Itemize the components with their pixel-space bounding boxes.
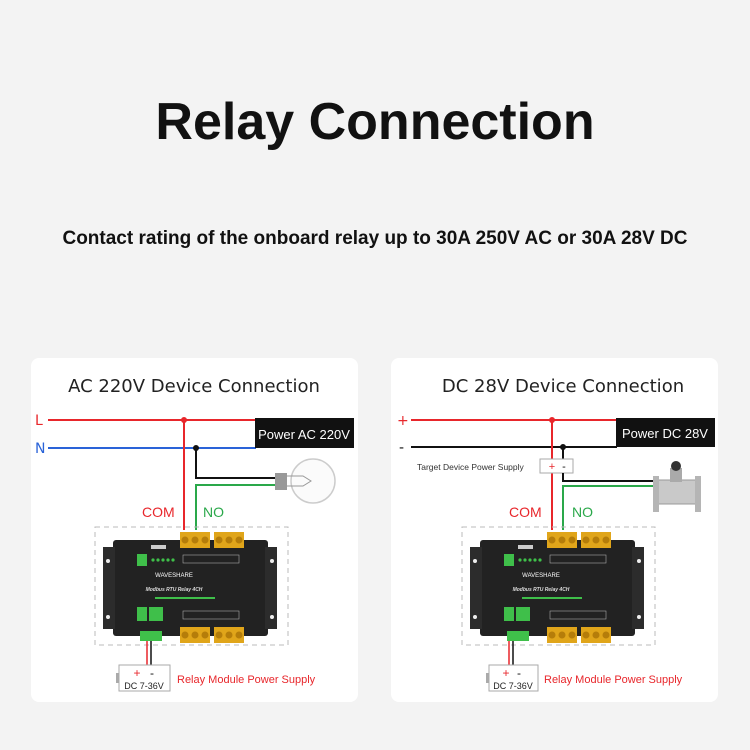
power-source-box <box>255 418 354 448</box>
neutral-to-load-wire <box>195 448 276 479</box>
page-subtitle: Contact rating of the onboard relay up t… <box>62 228 688 249</box>
svg-text:-: - <box>562 461 566 473</box>
line-minus-label: - <box>399 440 404 456</box>
supply-caption: Relay Module Power Supply <box>544 674 683 686</box>
power-label: Power AC 220V <box>258 427 350 442</box>
no-label: NO <box>203 504 224 520</box>
com-label: COM <box>142 504 175 520</box>
svg-text:+: + <box>549 461 555 473</box>
no-wire <box>195 484 276 530</box>
page-title: Relay Connection <box>155 93 595 151</box>
solenoid-valve-icon <box>653 461 701 512</box>
module-power-supply: + - DC 7-36V <box>116 664 171 692</box>
module-power-supply: + - DC 7-36V <box>486 664 539 692</box>
light-bulb-icon <box>275 458 336 504</box>
relay-module-image: WAVESHARE Modbus RTU Relay 4CH <box>94 526 289 646</box>
svg-text:Modbus RTU Relay 4CH: Modbus RTU Relay 4CH <box>146 587 203 593</box>
svg-text:DC 7-36V: DC 7-36V <box>124 681 164 691</box>
panel-title: AC 220V Device Connection <box>68 376 320 397</box>
svg-text:WAVESHARE: WAVESHARE <box>155 573 193 579</box>
power-label: Power DC 28V <box>622 426 708 441</box>
svg-text:DC 7-36V: DC 7-36V <box>493 681 533 691</box>
negative-to-load-wire <box>562 473 656 482</box>
line-plus-label: + <box>397 413 409 429</box>
ac-connection-panel: AC 220V Device Connection L N Power AC 2… <box>31 358 358 702</box>
svg-text:Modbus RTU Relay 4CH: Modbus RTU Relay 4CH <box>513 587 570 593</box>
line-l-label: L <box>35 413 43 429</box>
no-label: NO <box>572 504 593 520</box>
com-label: COM <box>509 504 542 520</box>
svg-text:-: - <box>517 666 521 680</box>
no-wire <box>562 485 656 530</box>
svg-text:+: + <box>133 666 140 680</box>
svg-text:+: + <box>502 666 509 680</box>
target-supply-label: Target Device Power Supply <box>417 462 525 472</box>
svg-text:-: - <box>150 666 154 680</box>
dc-connection-panel: DC 28V Device Connection + - Power DC 28… <box>391 358 718 702</box>
supply-caption: Relay Module Power Supply <box>177 674 316 686</box>
line-n-label: N <box>35 441 45 457</box>
power-source-box <box>616 418 715 447</box>
svg-text:WAVESHARE: WAVESHARE <box>522 573 560 579</box>
relay-module-image: WAVESHARE Modbus RTU Relay 4CH <box>461 526 656 646</box>
target-supply-box: + - <box>539 458 574 474</box>
panel-title: DC 28V Device Connection <box>442 376 684 397</box>
